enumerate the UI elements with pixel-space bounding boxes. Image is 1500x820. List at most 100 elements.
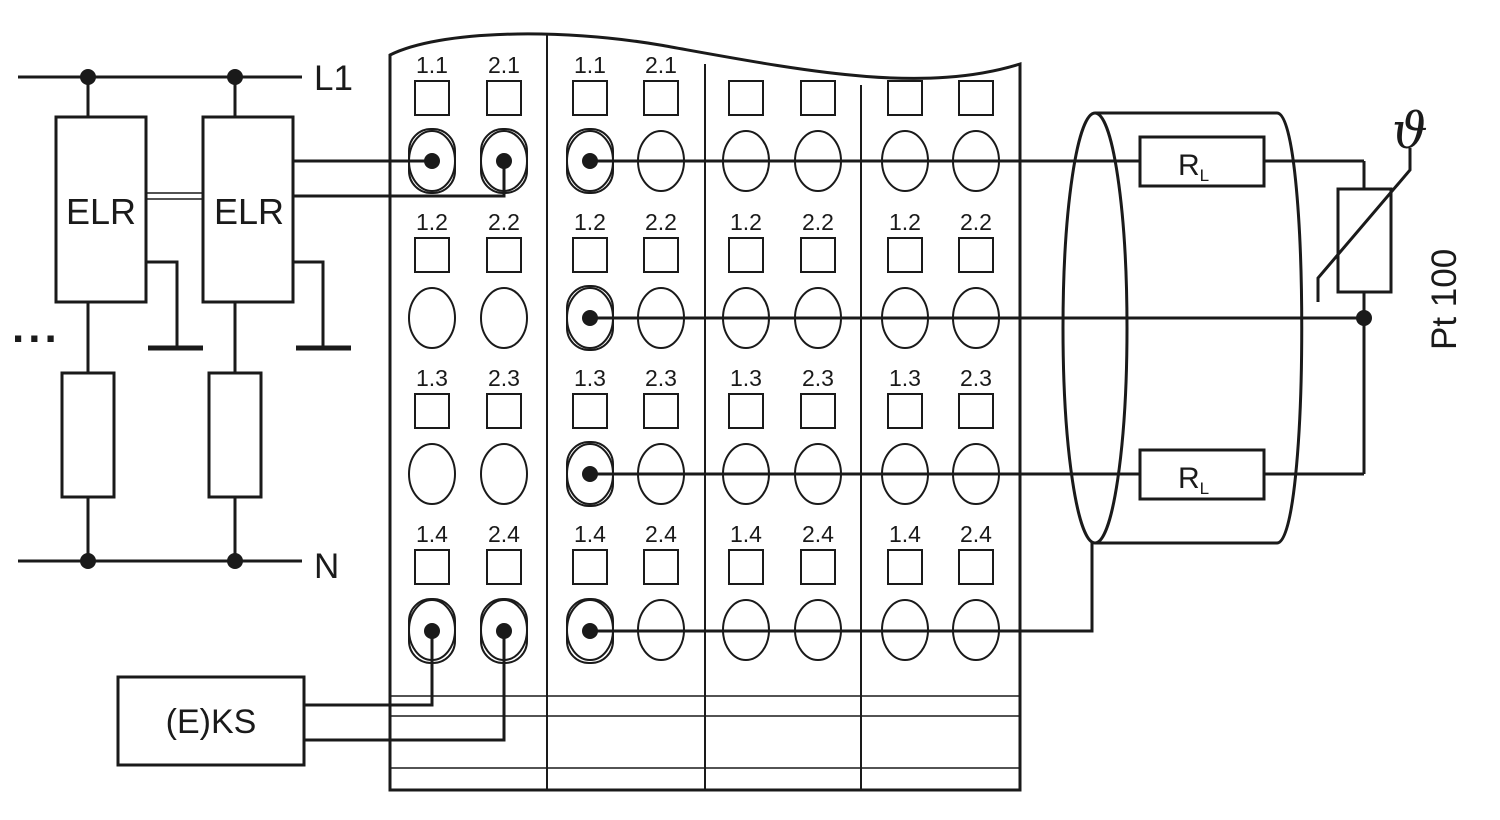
elr-relay-2 [201, 77, 351, 561]
terminal-label: 2.2 [488, 209, 520, 235]
terminal-label: 2.3 [645, 365, 677, 391]
terminal-test-socket [887, 237, 923, 273]
terminal-test-socket [887, 80, 923, 116]
terminal-label: 1.1 [574, 52, 606, 78]
terminal-label: 2.2 [802, 209, 834, 235]
input-wire-nodes [424, 153, 512, 639]
pt100-resistor-box [1336, 187, 1393, 294]
line-resistor-1: RL [1138, 135, 1266, 188]
terminal-screw-clamp [408, 287, 456, 349]
terminal-label: 2.4 [960, 521, 992, 547]
terminal-label: 2.2 [960, 209, 992, 235]
line-resistor-2-box [1138, 448, 1266, 501]
terminal-test-socket [643, 237, 679, 273]
elr-relay-1 [54, 77, 203, 561]
eks-device-box [116, 675, 306, 767]
wire-node-a-2-4 [496, 623, 512, 639]
terminal-test-socket [643, 80, 679, 116]
terminal-test-socket [643, 393, 679, 429]
terminal-label: 1.3 [574, 365, 606, 391]
pt100-label: Pt 100 [1425, 249, 1464, 350]
terminal-test-socket [572, 237, 608, 273]
terminal-label: 1.2 [416, 209, 448, 235]
terminal-test-socket [800, 80, 836, 116]
wire-node-a-2-1 [496, 153, 512, 169]
terminal-label: 2.4 [802, 521, 834, 547]
relay-1-label: ELR [66, 191, 136, 232]
terminal-test-socket [728, 237, 764, 273]
wire-node-b-1-2 [582, 310, 598, 326]
terminal-screw-clamp [480, 443, 528, 505]
terminal-test-socket [643, 549, 679, 585]
sensor-wire-nodes [582, 153, 1372, 639]
terminal-test-socket [958, 549, 994, 585]
terminal-test-socket [800, 393, 836, 429]
terminal-label: 1.2 [730, 209, 762, 235]
terminal-label: 1.2 [889, 209, 921, 235]
eks-device-label: (E)KS [166, 703, 257, 741]
wire-node-a-1-1 [424, 153, 440, 169]
relay-2-box [201, 115, 295, 304]
cable-shield [1061, 111, 1304, 545]
terminal-test-socket [414, 237, 450, 273]
terminal-test-socket [572, 549, 608, 585]
terminal-test-socket [486, 549, 522, 585]
pt100-thermal-arrow [1316, 148, 1412, 302]
terminal-test-socket [414, 549, 450, 585]
terminal-label: 1.3 [416, 365, 448, 391]
eks-wire-1-4 [305, 631, 434, 707]
terminal-test-socket [572, 393, 608, 429]
input-wires [293, 159, 506, 742]
terminal-test-socket [486, 393, 522, 429]
terminal-label: 1.4 [730, 521, 762, 547]
terminal-test-socket [728, 80, 764, 116]
line-resistor-1-box [1138, 135, 1266, 188]
terminal-test-socket [800, 237, 836, 273]
terminal-block-housing [388, 32, 1022, 792]
pt100-sensor [1316, 148, 1412, 302]
wire-row-4-shield [590, 543, 1094, 633]
relay-2-label: ELR [214, 191, 284, 232]
terminal-test-socket [958, 393, 994, 429]
sensor-junction-node [1356, 310, 1372, 326]
terminal-label: 2.2 [645, 209, 677, 235]
relay-1-box [54, 115, 148, 304]
terminal-test-socket [486, 237, 522, 273]
terminal-label: 1.3 [730, 365, 762, 391]
wire-node-a-1-4 [424, 623, 440, 639]
wire-node-b-1-3 [582, 466, 598, 482]
line-resistor-2: RL [1138, 448, 1266, 501]
terminal-screw-clamp [408, 443, 456, 505]
n-label: N [314, 547, 339, 586]
wire-node-b-1-1 [582, 153, 598, 169]
terminal-test-socket [728, 393, 764, 429]
terminal-test-socket [887, 549, 923, 585]
relay-wire-2-1 [293, 161, 506, 198]
terminal-label: 1.2 [574, 209, 606, 235]
terminal-label: 1.4 [574, 521, 606, 547]
terminal-label: 2.1 [488, 52, 520, 78]
relay-coupling [146, 192, 203, 200]
temperature-symbol: ϑ [1392, 102, 1428, 160]
terminal-label: 2.4 [488, 521, 520, 547]
terminal-test-socket [958, 237, 994, 273]
relay-2-ground-lead [293, 260, 325, 348]
terminal-test-socket [572, 80, 608, 116]
relay-1-ground-lead [146, 260, 179, 348]
terminal-test-socket [887, 393, 923, 429]
terminal-test-socket [958, 80, 994, 116]
sensor-wires [590, 159, 1366, 633]
terminal-label: 2.4 [645, 521, 677, 547]
terminal-label: 1.3 [889, 365, 921, 391]
terminal-screw-clamp [480, 287, 528, 349]
line-resistor-2-label: RL [1178, 462, 1209, 498]
line-resistor-1-label: RL [1178, 149, 1209, 185]
supply-rails [18, 75, 302, 563]
relay-1-load-resistor [60, 371, 116, 499]
terminal-label: 1.4 [889, 521, 921, 547]
shield-near-end [1061, 111, 1129, 545]
terminal-label: 1.4 [416, 521, 448, 547]
relay-2-load-resistor [207, 371, 263, 499]
terminal-label: 2.1 [645, 52, 677, 78]
